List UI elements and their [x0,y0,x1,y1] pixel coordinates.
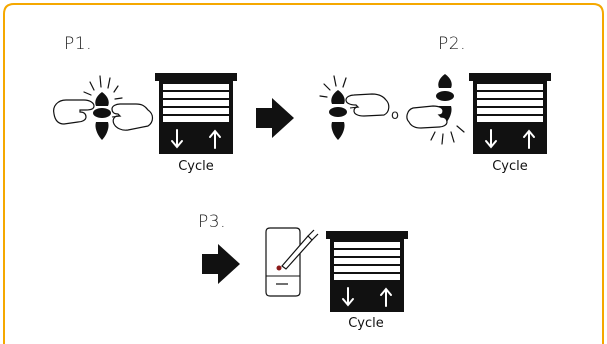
remote-prog-button-icon [265,227,319,297]
shutter-icon-p2 [469,73,551,154]
arrow-up-icon [523,129,535,149]
shutter-icon-p3 [326,231,408,312]
shutter-icon-p1 [155,73,237,154]
press-down-button-icon [406,74,465,145]
press-both-buttons-icon [53,75,154,140]
step-label-p2: P2. [438,34,466,54]
caption-p3: Cycle [348,316,384,331]
arrow-down-icon [485,129,497,149]
step-label-p1: P1. [64,34,92,54]
next-step-arrow-icon [256,98,294,138]
arrow-up-icon [380,287,392,307]
caption-p1: Cycle [178,159,214,174]
or-label: o [391,108,399,123]
arrow-down-icon [171,129,183,149]
arrow-up-icon [209,129,221,149]
step-label-p3: P3. [198,212,226,232]
arrow-down-icon [342,287,354,307]
caption-p2: Cycle [492,159,528,174]
press-up-button-icon [319,75,390,140]
step-arrow-icon [202,244,240,284]
